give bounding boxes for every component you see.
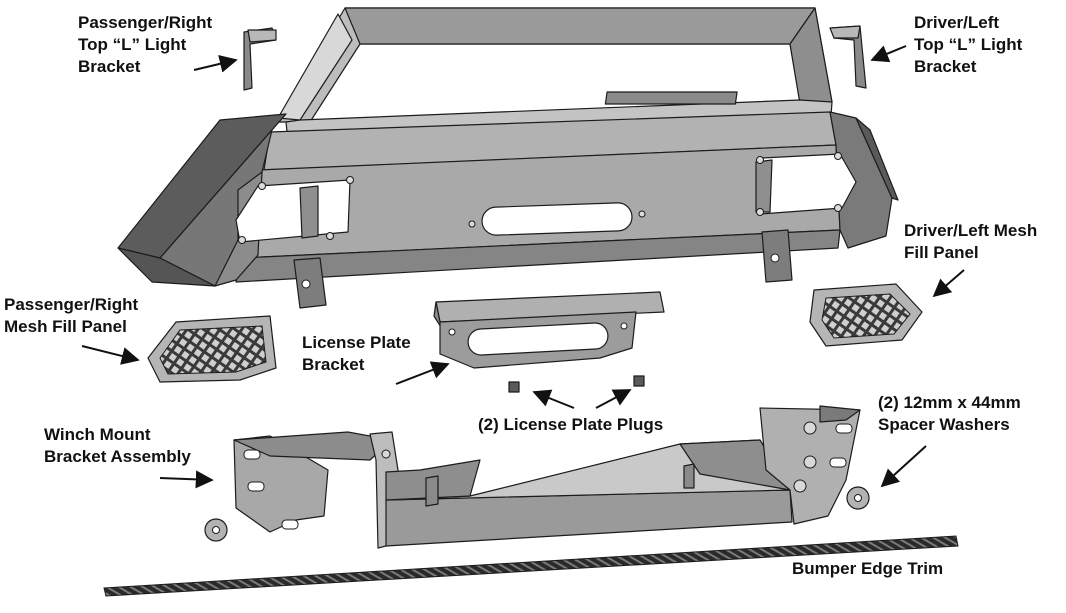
driver-top-l-bracket: [829, 25, 867, 89]
arrow-passenger-mesh: [81, 345, 140, 365]
label-driver-top-bracket: Driver/Left Top “L” Light Bracket: [914, 12, 1022, 78]
arrow-license-bracket: [395, 361, 450, 385]
label-line: Top “L” Light: [78, 35, 187, 54]
label-line: (2) 12mm x 44mm: [878, 393, 1021, 412]
label-line: Passenger/Right: [4, 295, 139, 314]
spacer-washers: [204, 486, 870, 542]
arrow-passenger-top-bracket: [193, 54, 238, 73]
label-winch-mount-bracket: Winch Mount Bracket Assembly: [44, 424, 191, 468]
label-line: Bracket: [302, 355, 365, 374]
passenger-top-l-bracket: [243, 27, 277, 91]
winch-mount-bracket-assembly: [233, 405, 861, 549]
label-spacer-washers: (2) 12mm x 44mm Spacer Washers: [878, 392, 1021, 436]
label-line: (2) License Plate Plugs: [478, 415, 664, 434]
license-plate-bracket: [433, 291, 665, 369]
license-plate-plugs: [508, 375, 645, 393]
front-bumper-body: [117, 7, 899, 309]
arrow-plug-left: [532, 389, 575, 409]
driver-mesh-fill-panel: [809, 283, 923, 347]
label-line: Mesh Fill Panel: [4, 317, 127, 336]
arrow-driver-mesh: [932, 269, 965, 298]
label-line: Spacer Washers: [878, 415, 1010, 434]
label-line: License Plate: [302, 333, 411, 352]
passenger-mesh-fill-panel: [147, 315, 277, 383]
label-line: Bumper Edge Trim: [792, 559, 944, 578]
label-license-plate-plugs: (2) License Plate Plugs: [478, 414, 663, 436]
arrow-plug-right: [595, 389, 632, 409]
label-license-plate-bracket: License Plate Bracket: [302, 332, 411, 376]
label-driver-mesh-panel: Driver/Left Mesh Fill Panel: [904, 220, 1037, 264]
label-line: Bracket Assembly: [44, 447, 191, 466]
label-passenger-top-bracket: Passenger/Right Top “L” Light Bracket: [78, 12, 212, 78]
bumper-edge-trim: [103, 535, 959, 597]
label-line: Bracket: [914, 57, 977, 76]
arrow-winch-mount: [159, 470, 214, 489]
callout-arrows: [81, 45, 965, 489]
label-bumper-edge-trim: Bumper Edge Trim: [792, 558, 943, 580]
label-line: Driver/Left: [914, 13, 1000, 32]
arrow-driver-top-bracket: [870, 45, 907, 63]
label-line: Top “L” Light: [914, 35, 1023, 54]
label-passenger-mesh-panel: Passenger/Right Mesh Fill Panel: [4, 294, 138, 338]
label-line: Winch Mount: [44, 425, 151, 444]
label-line: Driver/Left Mesh: [904, 221, 1038, 240]
label-line: Bracket: [78, 57, 141, 76]
label-line: Passenger/Right: [78, 13, 213, 32]
arrow-spacer-washers: [880, 445, 927, 488]
label-line: Fill Panel: [904, 243, 979, 262]
